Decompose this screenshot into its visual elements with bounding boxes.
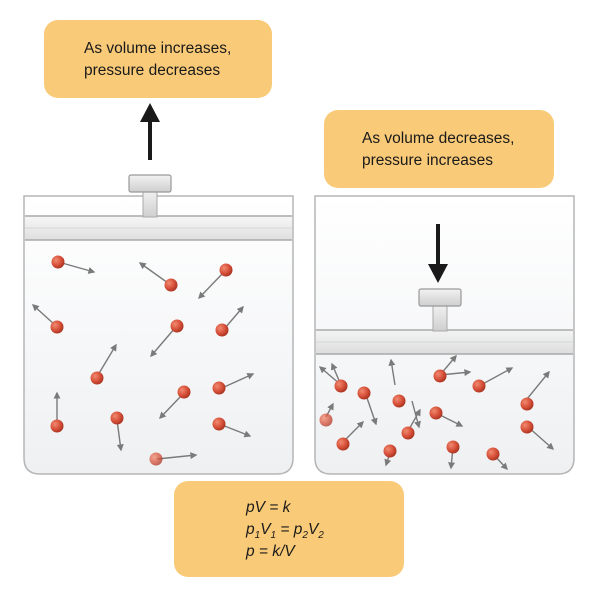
formula-pv-equals-k: pV = k — [246, 499, 291, 516]
boyles-law-formula-box: pV = k p1V1 = p2V2 p = k/V — [174, 481, 404, 577]
up-arrow-icon — [140, 103, 160, 160]
callout-left-line1: As volume increases, — [84, 40, 232, 57]
formula-p1v1-equals-p2v2: p1V1 = p2V2 — [246, 521, 324, 542]
left-piston-knob — [128, 174, 172, 193]
callout-left-line2: pressure decreases — [84, 62, 221, 79]
left-piston-rod — [142, 189, 158, 218]
callout-right-line1: As volume decreases, — [362, 130, 515, 147]
left-gas-particles — [31, 262, 255, 460]
callout-right-line2: pressure increases — [362, 152, 493, 169]
left-container — [23, 174, 294, 475]
formula-p-equals-k-over-v: p = k/V — [246, 543, 295, 560]
right-gas-balls — [319, 369, 534, 461]
right-container — [314, 195, 575, 475]
volume-increase-callout: As volume increases, pressure decreases — [44, 20, 272, 98]
down-arrow-icon — [428, 224, 448, 283]
right-piston-knob — [418, 288, 462, 307]
volume-decrease-callout: As volume decreases, pressure increases — [324, 110, 554, 188]
right-piston-rod — [432, 303, 448, 332]
left-gas-balls — [50, 255, 233, 466]
